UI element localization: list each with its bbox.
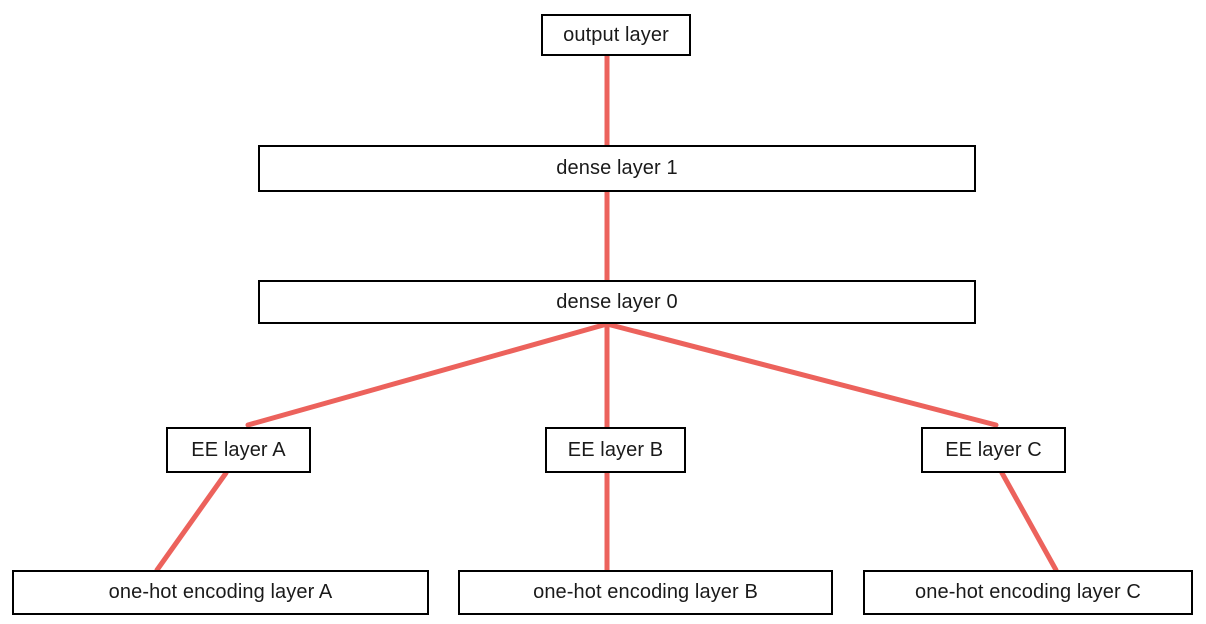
edge-ee-c-to-dense0 <box>604 321 999 428</box>
node-ee-layer-a: EE layer A <box>166 427 311 473</box>
node-label-dense-layer-0: dense layer 0 <box>556 290 678 313</box>
node-dense-layer-1: dense layer 1 <box>258 145 976 192</box>
edge-ee-a-to-dense0 <box>245 321 610 428</box>
node-ee-layer-c: EE layer C <box>921 427 1066 473</box>
node-label-ee-layer-a: EE layer A <box>191 438 286 461</box>
edge-onehot-a-to-ee-a <box>154 470 229 573</box>
edge-onehot-c-to-ee-c <box>999 470 1059 573</box>
node-label-one-hot-encoding-layer-c: one-hot encoding layer C <box>915 581 1141 603</box>
node-one-hot-encoding-layer-c: one-hot encoding layer C <box>863 570 1193 615</box>
node-label-one-hot-encoding-layer-b: one-hot encoding layer B <box>533 581 758 603</box>
node-label-ee-layer-c: EE layer C <box>945 438 1042 461</box>
node-one-hot-encoding-layer-b: one-hot encoding layer B <box>458 570 833 615</box>
node-label-ee-layer-b: EE layer B <box>567 438 664 461</box>
node-label-dense-layer-1: dense layer 1 <box>556 157 678 179</box>
node-label-one-hot-encoding-layer-a: one-hot encoding layer A <box>108 581 333 603</box>
node-label-output-layer: output layer <box>563 23 669 46</box>
node-output-layer: output layer <box>541 14 691 56</box>
node-ee-layer-b: EE layer B <box>545 427 686 473</box>
node-one-hot-encoding-layer-a: one-hot encoding layer A <box>12 570 429 615</box>
node-dense-layer-0: dense layer 0 <box>258 280 976 324</box>
